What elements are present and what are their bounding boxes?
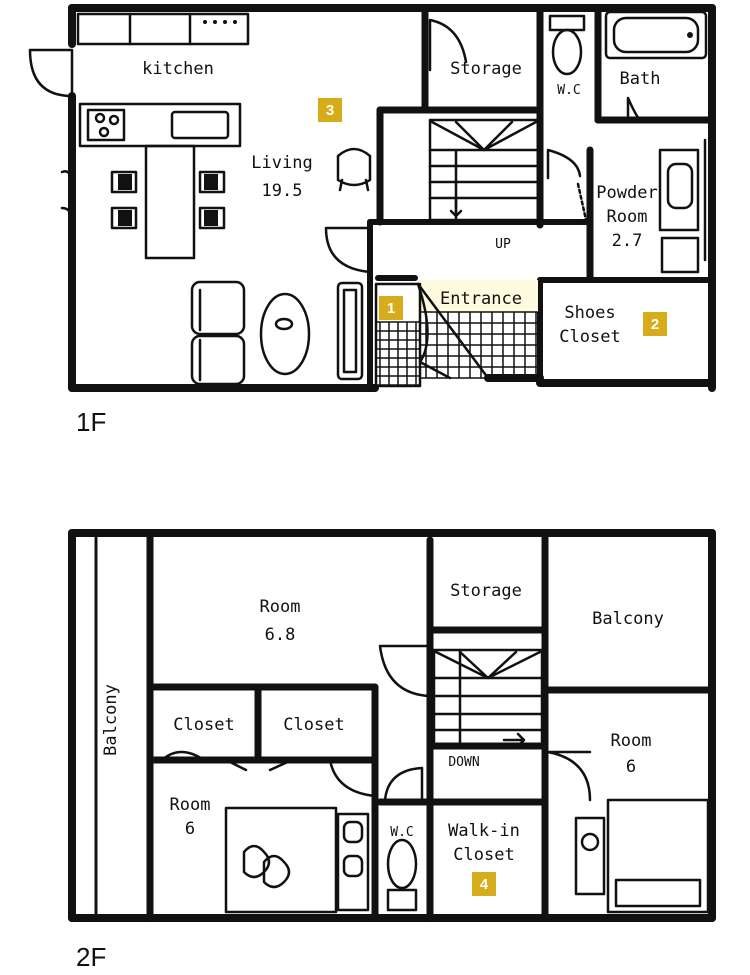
doors-2f [160,558,592,802]
rug-icon [259,292,311,376]
bed-icon-left [224,806,370,914]
stove-icon [86,108,126,142]
marker-3: 3 [318,98,342,122]
room-label-storage: Storage [450,59,522,79]
svg-text:1: 1 [387,300,395,317]
labels-1f: kitchen Storage W.C Bath Living 19.5 Pow… [142,59,660,347]
toilet-icon-1f [548,14,586,76]
room-label-room-a: Room [260,597,301,617]
kitchen-counter-top [76,12,250,46]
stair-label-up: UP [495,237,511,252]
room-size-powder: 2.7 [612,231,643,251]
stair-label-down: DOWN [448,755,479,770]
room-label-walkin: Walk-in [448,821,520,841]
toilet-icon-2f [386,838,418,912]
outer-walls-2f [68,529,716,922]
tv-board-icon [336,281,364,381]
floor-2f: Room 6.8 Storage Balcony Balcony Closet … [68,529,716,972]
room-size-room-b: 6 [185,819,195,839]
interior-walls-1f [367,4,716,391]
staircase-1f [428,118,540,222]
marker-1: 1 [379,296,403,320]
room-size-room-a: 6.8 [265,625,296,645]
marker-2: 2 [643,312,667,336]
sink-icon [170,110,230,140]
dining-table [110,144,226,260]
outer-walls-1f [68,4,716,392]
room-label-shoes-closet: Closet [559,327,620,347]
room-label-room-c: Room [611,731,652,751]
floor-1f: kitchen Storage W.C Bath Living 19.5 Pow… [28,4,716,437]
staircase-2f [432,648,544,748]
room-label-living: Living [251,153,312,173]
bathtub-icon [604,10,708,60]
kitchen-island [78,102,242,148]
room-label-walkin-closet: Closet [453,845,514,865]
room-label-closet-2: Closet [283,715,344,735]
sofa-icon [190,280,246,386]
doors-1f [28,18,707,274]
washbasin-icon [658,148,700,274]
room-label-shoes: Shoes [564,303,615,323]
room-label-balcony-left: Balcony [101,684,121,756]
room-label-powder: Powder [596,183,657,203]
entrance-area [374,280,538,388]
room-size-room-c: 6 [626,757,636,777]
room-label-room-b: Room [170,795,211,815]
room-size-living: 19.5 [262,181,303,201]
svg-text:2: 2 [651,316,659,333]
room-label-wc-2f: W.C [390,825,413,840]
room-label-bath: Bath [620,69,661,89]
bed-icon-right [574,798,710,914]
labels-2f: Room 6.8 Storage Balcony Balcony Closet … [101,581,664,865]
marker-4: 4 [472,872,496,896]
entrance-tiles [376,311,538,386]
room-label-storage-2f: Storage [450,581,522,601]
floor-label-1f: 1F [76,407,106,437]
svg-text:4: 4 [480,876,489,893]
room-label-wc: W.C [557,83,580,98]
room-label-kitchen: kitchen [142,59,214,79]
armchair-icon [336,147,372,192]
room-label-powder-room: Room [607,207,648,227]
room-label-closet-1: Closet [173,715,234,735]
room-label-entrance: Entrance [440,289,522,309]
room-label-balcony-right: Balcony [592,609,664,629]
svg-text:3: 3 [326,102,334,119]
floor-label-2f: 2F [76,942,106,972]
